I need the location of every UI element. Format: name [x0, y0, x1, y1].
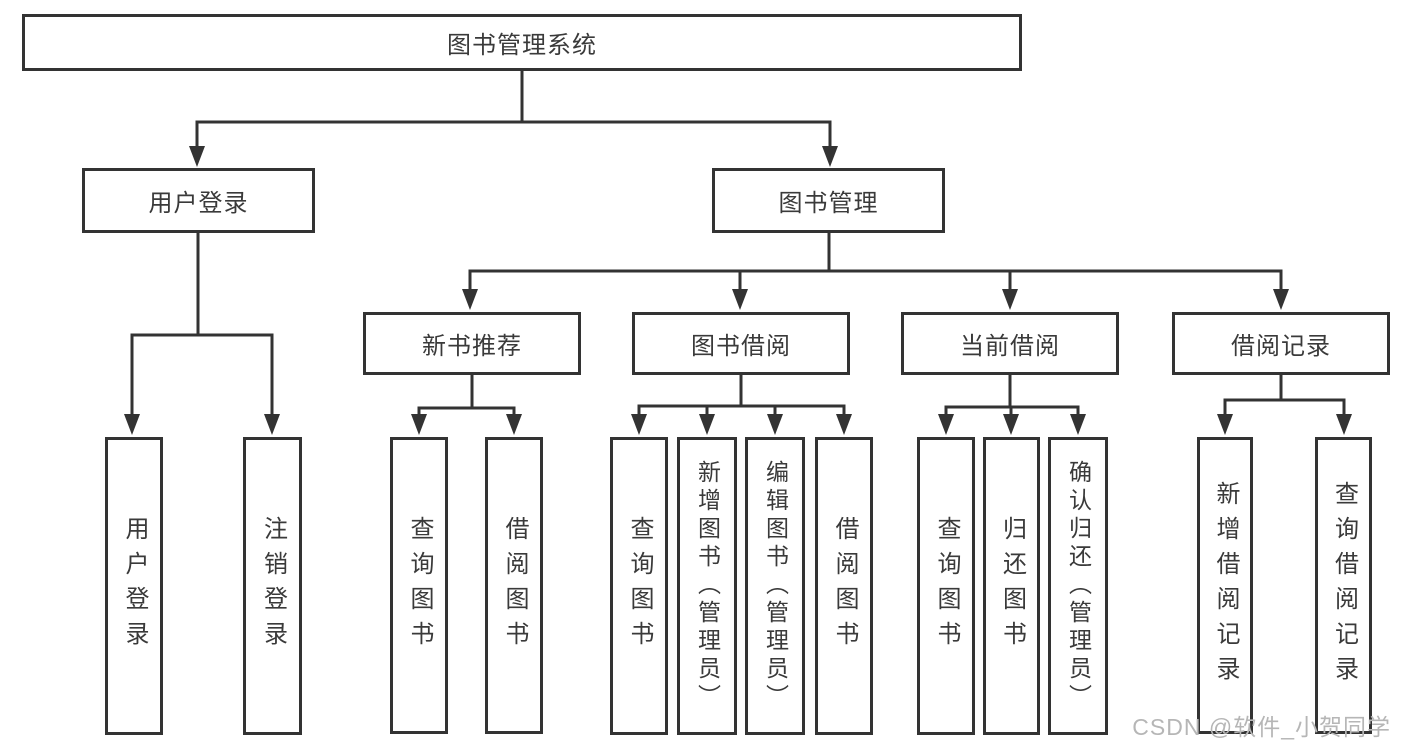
node-label: 借阅图书 [501, 515, 528, 656]
node-leaf-return-book: 归还图书 [983, 437, 1040, 735]
node-label: 新增图书（管理员） [694, 460, 721, 712]
node-label: 新增借阅记录 [1212, 480, 1239, 691]
node-label: 查询图书 [626, 516, 653, 656]
node-book-management: 图书管理 [712, 168, 945, 233]
node-new-book-recommendation: 新书推荐 [363, 312, 581, 375]
node-label: 图书借阅 [691, 333, 791, 360]
node-label: 图书管理系统 [447, 32, 597, 59]
node-label: 确认归还（管理员） [1065, 460, 1092, 712]
node-label: 归还图书 [998, 516, 1026, 656]
node-leaf-query-books-borrow: 查询图书 [610, 437, 668, 735]
node-label: 借阅图书 [831, 516, 858, 656]
node-user-login: 用户登录 [82, 168, 315, 233]
node-borrowing-records: 借阅记录 [1172, 312, 1390, 375]
node-label: 当前借阅 [960, 333, 1060, 360]
node-current-borrowing: 当前借阅 [901, 312, 1119, 375]
arrowheads [124, 146, 1352, 435]
node-label: 图书管理 [778, 190, 879, 217]
node-label: 查询借阅记录 [1330, 480, 1358, 691]
node-leaf-query-books-recommend: 查询图书 [390, 437, 448, 734]
node-root-system: 图书管理系统 [22, 14, 1022, 71]
tree-edges [130, 70, 1346, 417]
node-label: 查询图书 [933, 516, 960, 656]
node-leaf-query-books-current: 查询图书 [917, 437, 975, 735]
node-leaf-add-book-admin: 新增图书（管理员） [677, 437, 737, 735]
node-label: 注销登录 [259, 516, 287, 656]
node-leaf-user-login: 用户登录 [105, 437, 163, 735]
node-leaf-add-borrow-record: 新增借阅记录 [1197, 437, 1253, 734]
csdn-watermark: CSDN @软件_小贺同学 [1132, 714, 1391, 740]
node-label: 用户登录 [148, 190, 249, 217]
node-label: 新书推荐 [422, 333, 522, 360]
node-leaf-edit-book-admin: 编辑图书（管理员） [745, 437, 805, 735]
node-label: 用户登录 [121, 516, 148, 656]
node-label: 查询图书 [406, 515, 433, 656]
node-leaf-query-borrow-record: 查询借阅记录 [1315, 437, 1372, 734]
node-leaf-logout: 注销登录 [243, 437, 302, 735]
node-label: 借阅记录 [1231, 333, 1331, 360]
node-leaf-confirm-return-admin: 确认归还（管理员） [1048, 437, 1108, 735]
node-leaf-borrow-books-recommend: 借阅图书 [485, 437, 543, 734]
node-label: 编辑图书（管理员） [762, 460, 789, 712]
node-leaf-borrow-books: 借阅图书 [815, 437, 873, 735]
node-book-borrowing: 图书借阅 [632, 312, 850, 375]
